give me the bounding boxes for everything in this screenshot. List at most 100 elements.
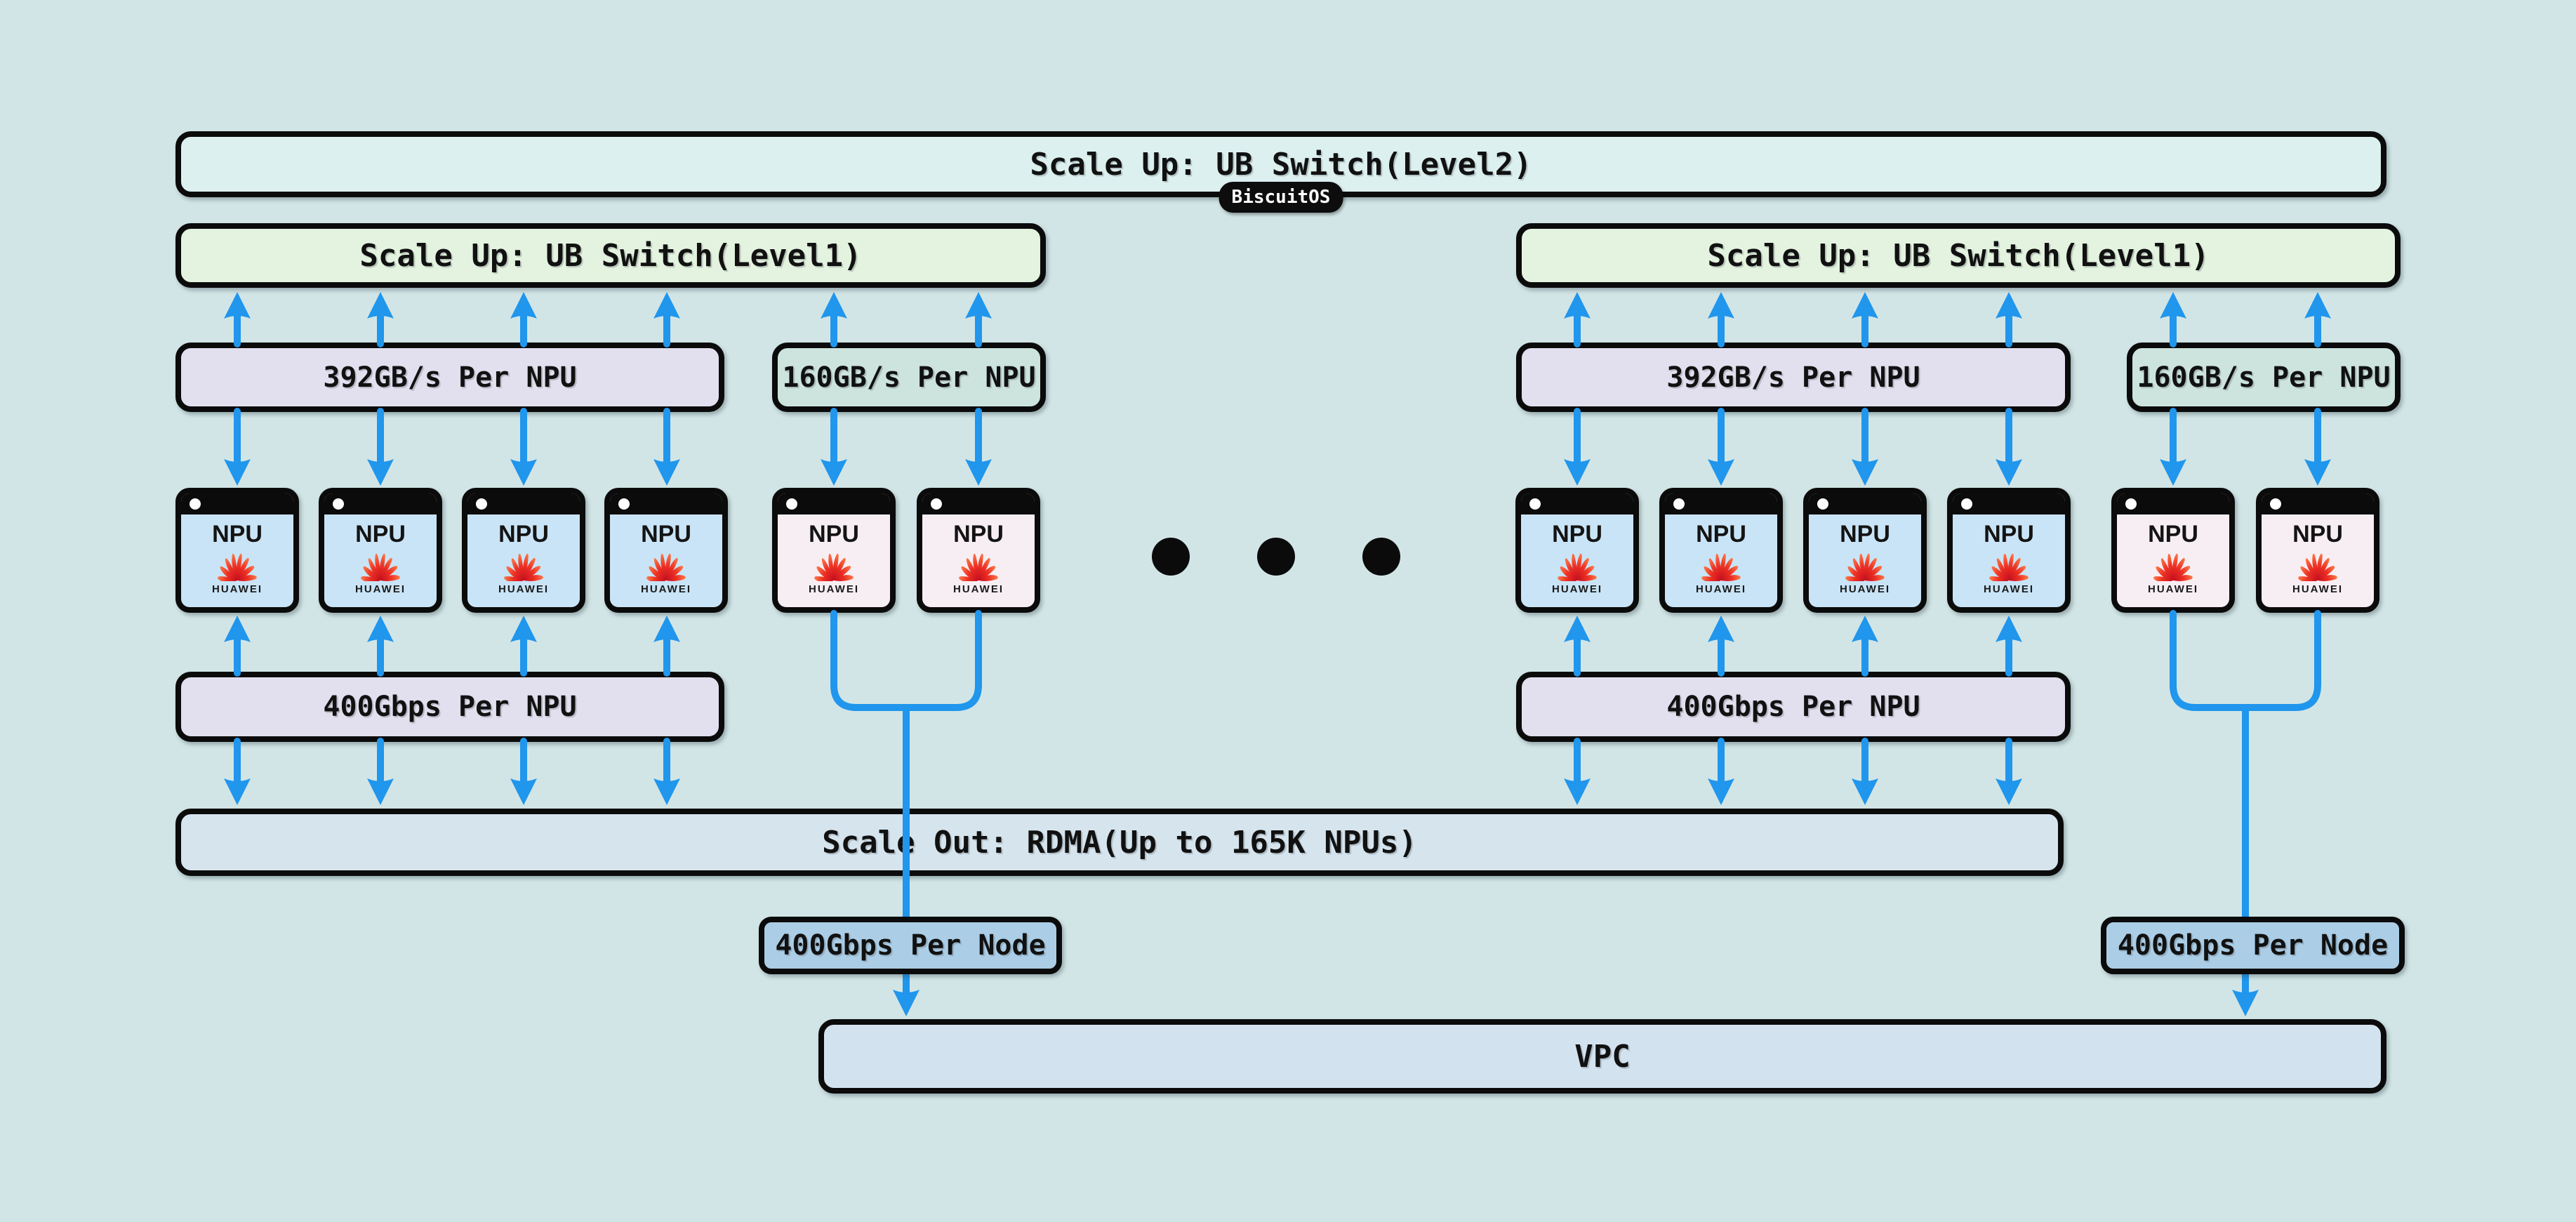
huawei-wordmark: HUAWEI — [2148, 583, 2198, 595]
npu-card-titlebar — [778, 493, 890, 514]
huawei-logo-icon — [1701, 552, 1741, 581]
bw-392-right-box: 392GB/s Per NPU — [1516, 343, 2071, 412]
window-dot-icon — [2125, 498, 2137, 510]
arrow-up-icon — [1852, 616, 1878, 642]
arrow-down-icon — [510, 459, 537, 486]
left-node-drop-arrowhead — [893, 990, 919, 1016]
arrow-up-icon — [965, 292, 992, 319]
arrow-up-icon — [1996, 616, 2022, 642]
window-dot-icon — [618, 498, 630, 510]
huawei-logo-icon — [1557, 552, 1598, 581]
npu-card-titlebar — [2117, 493, 2229, 514]
arrow-down-icon — [653, 778, 680, 805]
arrow-down-icon — [224, 778, 251, 805]
arrow-up-icon — [1564, 292, 1591, 319]
window-dot-icon — [2270, 498, 2281, 510]
huawei-logo-icon — [1845, 552, 1885, 581]
window-dot-icon — [476, 498, 487, 510]
npu-title: NPU — [953, 521, 1004, 547]
npu-card: NPU HUAWEI — [462, 488, 585, 613]
arrow-down-icon — [1852, 778, 1878, 805]
npu-card-titlebar — [467, 493, 580, 514]
npu-card: NPU HUAWEI — [1515, 488, 1639, 613]
arrow-up-icon — [653, 616, 680, 642]
arrow-up-icon — [2304, 292, 2331, 319]
window-dot-icon — [190, 498, 201, 510]
npu-title: NPU — [1552, 521, 1602, 547]
window-dot-icon — [1817, 498, 1828, 510]
ellipsis-dot — [1362, 538, 1400, 576]
arrow-down-icon — [1708, 778, 1734, 805]
huawei-logo-icon — [958, 552, 999, 581]
window-dot-icon — [786, 498, 797, 510]
arrow-up-icon — [821, 292, 847, 319]
npu-title: NPU — [355, 521, 406, 547]
arrow-up-icon — [1996, 292, 2022, 319]
npu-card-titlebar — [1665, 493, 1777, 514]
arrow-down-icon — [653, 459, 680, 486]
npu-card: NPU HUAWEI — [2256, 488, 2379, 613]
node-400gbps-right-badge: 400Gbps Per Node — [2101, 917, 2405, 974]
arrow-up-icon — [1708, 616, 1734, 642]
arrow-down-icon — [1708, 459, 1734, 486]
right-pink-merge-connector — [2170, 610, 2321, 711]
npu-card-titlebar — [2262, 493, 2374, 514]
window-dot-icon — [333, 498, 344, 510]
huawei-wordmark: HUAWEI — [1840, 583, 1890, 595]
huawei-logo-icon — [2153, 552, 2193, 581]
npu-card: NPU HUAWEI — [319, 488, 442, 613]
npu-card-titlebar — [181, 493, 293, 514]
arrow-up-icon — [2160, 292, 2186, 319]
huawei-wordmark: HUAWEI — [953, 583, 1004, 595]
npu-title: NPU — [641, 521, 691, 547]
arrow-up-icon — [367, 292, 394, 319]
npu-title: NPU — [1984, 521, 2034, 547]
window-dot-icon — [1673, 498, 1685, 510]
huawei-wordmark: HUAWEI — [498, 583, 549, 595]
bw-160-left-box: 160GB/s Per NPU — [772, 343, 1046, 412]
npu-title: NPU — [1840, 521, 1890, 547]
npu-card-titlebar — [324, 493, 437, 514]
arrow-down-icon — [367, 778, 394, 805]
bw-392-left-box: 392GB/s Per NPU — [175, 343, 724, 412]
bw-400gbps-npu-left-box: 400Gbps Per NPU — [175, 672, 724, 742]
npu-card-titlebar — [1809, 493, 1921, 514]
arrow-up-icon — [1852, 292, 1878, 319]
scale-up-level1-right-bar: Scale Up: UB Switch(Level1) — [1516, 223, 2401, 288]
huawei-logo-icon — [503, 552, 544, 581]
npu-card-titlebar — [1521, 493, 1633, 514]
arrow-down-icon — [965, 459, 992, 486]
arrow-down-icon — [2304, 459, 2331, 486]
npu-title: NPU — [212, 521, 263, 547]
vpc-bar: VPC — [818, 1019, 2386, 1094]
huawei-logo-icon — [646, 552, 686, 581]
node-400gbps-left-badge: 400Gbps Per Node — [759, 917, 1062, 974]
huawei-wordmark: HUAWEI — [1552, 583, 1602, 595]
bw-160-right-box: 160GB/s Per NPU — [2127, 343, 2401, 412]
window-dot-icon — [1529, 498, 1541, 510]
left-pink-merge-connector — [830, 610, 982, 711]
ellipsis-dot — [1152, 538, 1190, 576]
npu-title: NPU — [2292, 521, 2343, 547]
arrow-down-icon — [224, 459, 251, 486]
arrow-down-icon — [1852, 459, 1878, 486]
huawei-logo-icon — [814, 552, 854, 581]
bw-400gbps-npu-right-box: 400Gbps Per NPU — [1516, 672, 2071, 742]
huawei-wordmark: HUAWEI — [2292, 583, 2343, 595]
arrow-up-icon — [1708, 292, 1734, 319]
arrow-up-icon — [1564, 616, 1591, 642]
arrow-down-icon — [821, 459, 847, 486]
arrow-down-icon — [1564, 459, 1591, 486]
npu-title: NPU — [498, 521, 549, 547]
npu-title: NPU — [2148, 521, 2198, 547]
huawei-logo-icon — [1989, 552, 2029, 581]
arrow-up-icon — [224, 616, 251, 642]
arrow-down-icon — [367, 459, 394, 486]
npu-card-titlebar — [1953, 493, 2065, 514]
arrow-down-icon — [1564, 778, 1591, 805]
scale-out-rdma-bar: Scale Out: RDMA(Up to 165K NPUs) — [175, 809, 2064, 876]
arrow-down-icon — [2160, 459, 2186, 486]
npu-card: NPU HUAWEI — [1659, 488, 1783, 613]
npu-card: NPU HUAWEI — [2111, 488, 2235, 613]
